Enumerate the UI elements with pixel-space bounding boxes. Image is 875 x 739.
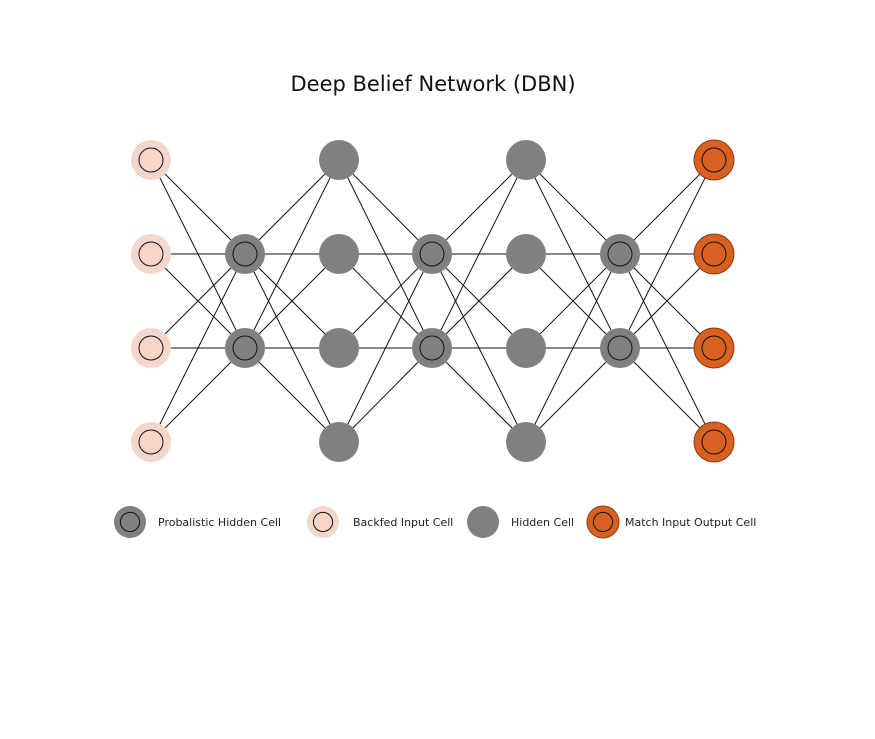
legend-label-match-input-output: Match Input Output Cell	[625, 516, 756, 529]
legend-swatch-backfed-input	[307, 506, 339, 538]
connection-2-3-1	[338, 347, 433, 443]
legend-swatch-match-input-output	[586, 505, 620, 539]
legend-item-backfed-input: Backfed Input Cell	[307, 506, 453, 538]
hidden-probabilistic-3-cell-1	[600, 328, 640, 368]
hidden-probabilistic-1-cell-1	[225, 328, 265, 368]
hidden-probabilistic-3-cell-0	[600, 234, 640, 274]
connection-0-2-0	[150, 253, 246, 349]
legend-cell-probabilistic-hidden	[114, 506, 146, 538]
connection-5-1-0	[619, 159, 715, 349]
diagram-title: Deep Belief Network (DBN)	[290, 72, 576, 96]
connections	[150, 159, 715, 443]
output-cell-0	[693, 139, 735, 181]
connection-2-0-0	[338, 159, 433, 255]
hidden-1-cell-3	[319, 422, 359, 462]
connection-0-3-0	[150, 253, 246, 443]
legend-cell-hidden	[467, 506, 499, 538]
input-cell-0	[131, 140, 171, 180]
connection-1-0-0	[244, 159, 340, 255]
connection-2-3-0	[338, 253, 433, 443]
legend-swatch-probabilistic-hidden	[114, 506, 146, 538]
hidden-probabilistic-1-cell-0	[225, 234, 265, 274]
connection-3-0-0	[431, 159, 527, 255]
legend-label-backfed-input: Backfed Input Cell	[353, 516, 453, 529]
connection-5-0-0	[619, 159, 715, 255]
connection-0-3-1	[150, 347, 246, 443]
hidden-2-cell-3	[506, 422, 546, 462]
legend-label-probabilistic-hidden: Probalistic Hidden Cell	[158, 516, 281, 529]
input-cell-3	[131, 422, 171, 462]
connection-3-1-1	[431, 253, 527, 349]
legend-cell-backfed-input	[307, 506, 339, 538]
legend-label-hidden: Hidden Cell	[511, 516, 574, 529]
legend-cell-match-input-output	[586, 505, 620, 539]
hidden-probabilistic-2-cell-0	[412, 234, 452, 274]
hidden-2-cell-2	[506, 328, 546, 368]
connection-2-2-0	[338, 253, 433, 349]
hidden-1-cell-1	[319, 234, 359, 274]
hidden-2-cell-0	[506, 140, 546, 180]
connection-4-3-0	[525, 253, 621, 443]
legend: Probalistic Hidden Cell Backfed Input Ce…	[114, 505, 756, 539]
cells	[131, 139, 735, 463]
connection-1-1-1	[244, 253, 340, 349]
connection-3-1-3	[431, 347, 527, 443]
hidden-1-cell-2	[319, 328, 359, 368]
connection-4-3-1	[525, 347, 621, 443]
connection-4-2-0	[525, 253, 621, 349]
input-cell-1	[131, 234, 171, 274]
connection-5-1-1	[619, 253, 715, 349]
connection-1-1-3	[244, 347, 340, 443]
output-cell-1	[693, 233, 735, 275]
output-cell-2	[693, 327, 735, 369]
input-cell-2	[131, 328, 171, 368]
connection-3-1-0	[431, 159, 527, 349]
legend-swatch-hidden	[467, 506, 499, 538]
legend-item-hidden: Hidden Cell	[467, 506, 574, 538]
output-cell-3	[693, 421, 735, 463]
connection-1-1-0	[244, 159, 340, 349]
connection-4-0-0	[525, 159, 621, 255]
hidden-probabilistic-2-cell-1	[412, 328, 452, 368]
hidden-2-cell-1	[506, 234, 546, 274]
hidden-1-cell-0	[319, 140, 359, 180]
legend-item-match-input-output: Match Input Output Cell	[586, 505, 756, 539]
connection-0-0-0	[150, 159, 246, 255]
connection-5-1-3	[619, 347, 715, 443]
legend-item-probabilistic-hidden: Probalistic Hidden Cell	[114, 506, 281, 538]
